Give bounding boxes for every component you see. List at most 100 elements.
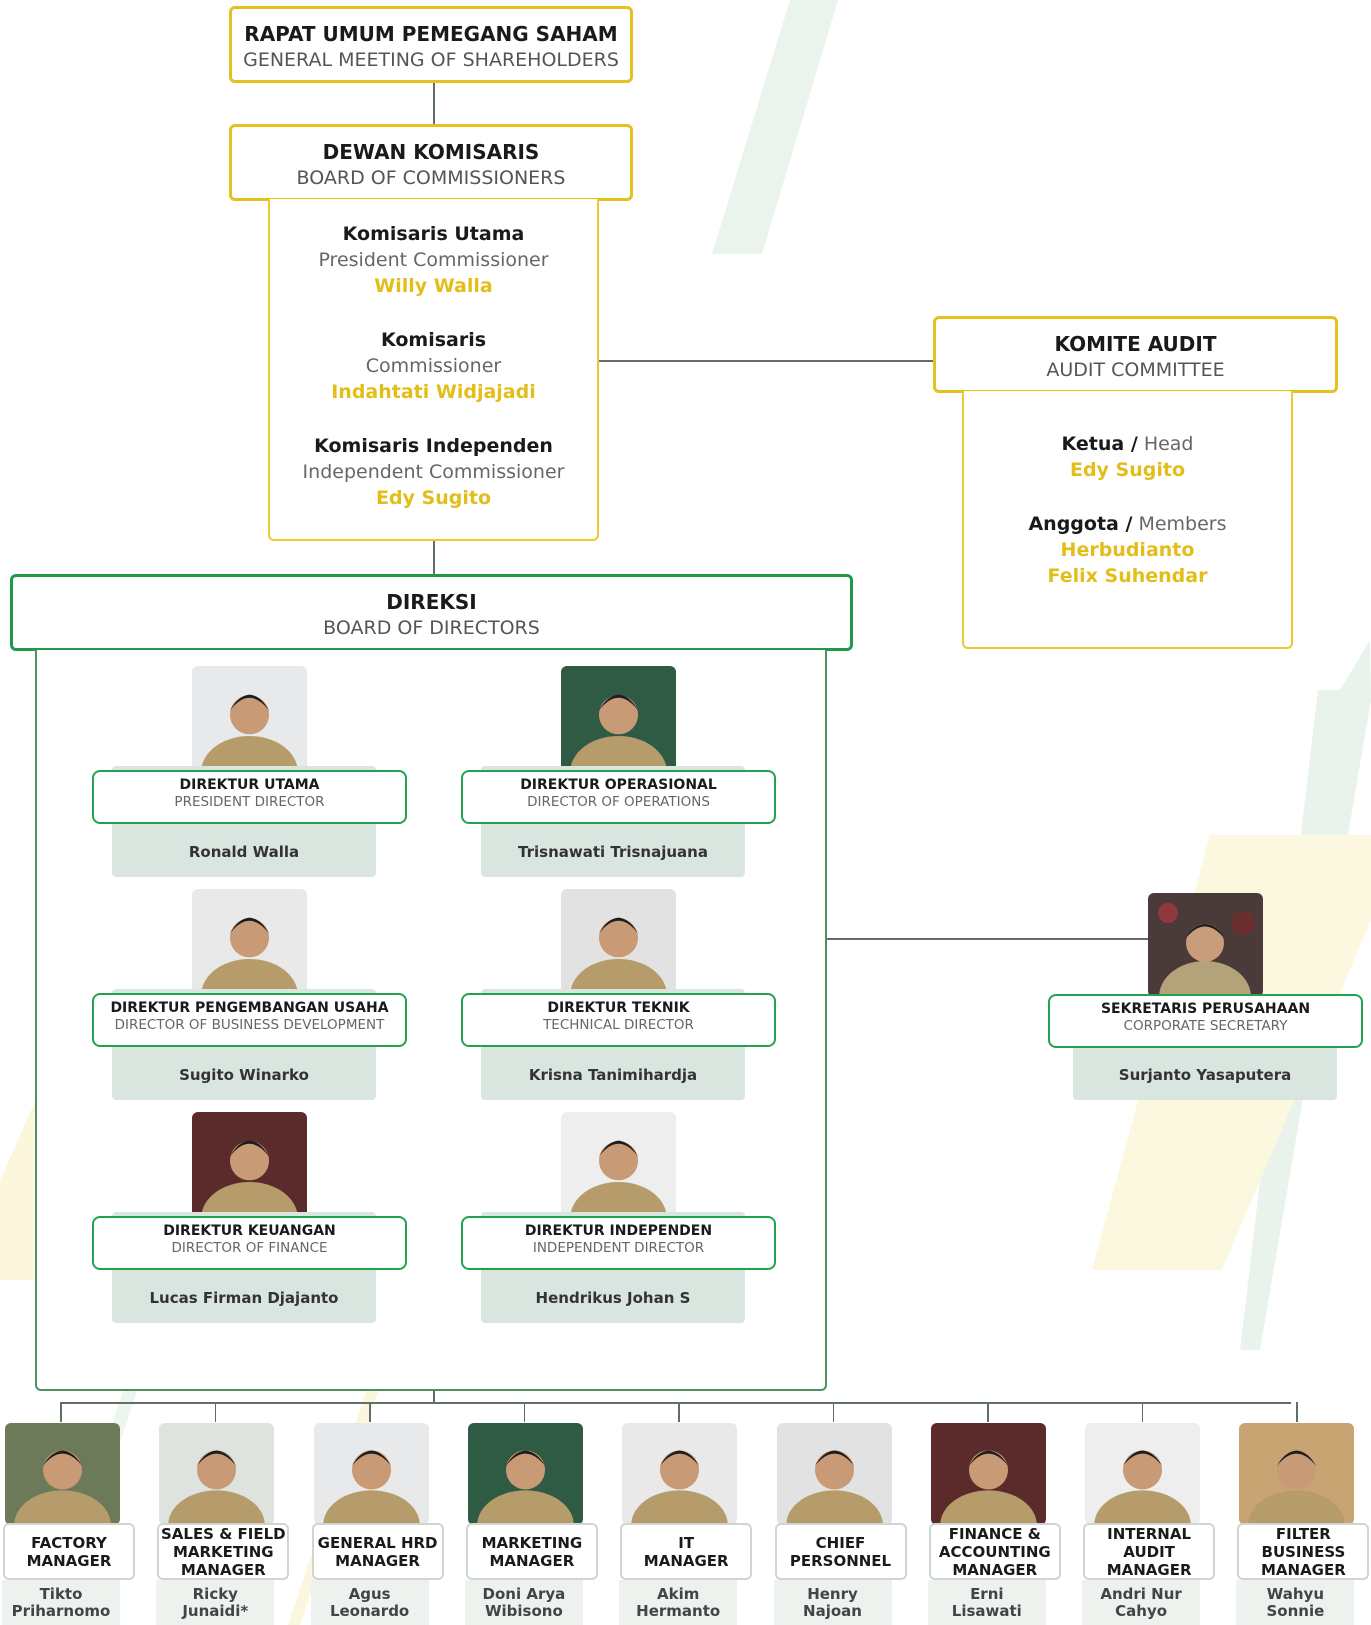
director-photo — [561, 1112, 676, 1218]
director-name: Sugito Winarko — [179, 1066, 309, 1084]
member-name: Edy Sugito — [375, 487, 492, 509]
member-role-en: Independent Commissioner — [302, 461, 565, 483]
manager-title-box: FACTORY MANAGER — [3, 1523, 135, 1580]
manager-title: FILTER BUSINESS MANAGER — [1260, 1524, 1346, 1579]
director-title-en: PRESIDENT DIRECTOR — [174, 794, 325, 810]
manager-photo — [467, 1423, 583, 1525]
head-label: Ketua / — [1061, 433, 1138, 455]
manager-name: Erni Lisawati — [927, 1580, 1046, 1625]
portrait-icon — [561, 889, 676, 995]
portrait-icon — [561, 1112, 676, 1218]
director-name: Trisnawati Trisnajuana — [518, 843, 708, 861]
connector-manager-drop — [987, 1402, 989, 1422]
manager-title: GENERAL HRD MANAGER — [317, 1533, 438, 1570]
portrait-icon — [1148, 893, 1263, 997]
boc-box: DEWAN KOMISARIS BOARD OF COMMISSIONERS — [229, 124, 633, 201]
manager-title-box: MARKETING MANAGER — [465, 1523, 598, 1580]
audit-subtitle: AUDIT COMMITTEE — [1046, 359, 1225, 381]
director-title-en: DIRECTOR OF BUSINESS DEVELOPMENT — [114, 1017, 385, 1033]
connector-gms-boc — [433, 80, 435, 125]
manager-photo — [159, 1423, 275, 1525]
manager-title: CHIEF PERSONNEL — [789, 1533, 892, 1570]
portrait-icon — [5, 1423, 120, 1525]
director-title: DIREKTUR KEUANGAN — [163, 1223, 336, 1239]
portrait-icon — [313, 1423, 429, 1525]
manager-title-box: GENERAL HRD MANAGER — [311, 1523, 444, 1580]
member-name: Indahtati Widjajadi — [331, 381, 536, 403]
connector-boc-bod — [433, 540, 435, 576]
connector-bod-corsec — [826, 938, 1177, 940]
audit-title: KOMITE AUDIT — [1054, 332, 1217, 356]
director-title: DIREKTUR OPERASIONAL — [520, 777, 717, 793]
connector-manager-drop — [832, 1402, 834, 1422]
connector-manager-drop — [523, 1402, 525, 1422]
manager-title: MARKETING MANAGER — [481, 1533, 583, 1570]
audit-members-panel: Ketua / Head Edy Sugito Anggota / Member… — [962, 391, 1293, 649]
member-name: Willy Walla — [374, 275, 493, 297]
corsec-title-box: SEKRETARIS PERUSAHAAN CORPORATE SECRETAR… — [1048, 994, 1363, 1048]
portrait-icon — [192, 1112, 307, 1218]
manager-name: Wahyu Sonnie — [1236, 1580, 1355, 1625]
head-name: Edy Sugito — [1069, 459, 1186, 481]
member-role: Komisaris Independen — [314, 435, 553, 457]
manager-name: Agus Leonardo — [310, 1580, 429, 1625]
audit-box: KOMITE AUDIT AUDIT COMMITTEE — [933, 316, 1338, 393]
members-label: Anggota / — [1028, 513, 1133, 535]
director-photo — [192, 666, 307, 772]
member-role-en: Commissioner — [365, 355, 502, 377]
manager-photo — [776, 1423, 892, 1525]
member-name: Felix Suhendar — [1047, 565, 1208, 587]
manager-title: SALES & FIELD MARKETING MANAGER — [160, 1524, 286, 1579]
director-name: Krisna Tanimihardja — [528, 1066, 698, 1084]
connector-manager-drop — [1296, 1402, 1298, 1422]
member-role-en: President Commissioner — [318, 249, 549, 271]
manager-title-box: FINANCE & ACCOUNTING MANAGER — [928, 1523, 1061, 1580]
bod-title: DIREKSI — [386, 590, 477, 614]
manager-photo — [5, 1423, 120, 1525]
director-photo — [561, 666, 676, 772]
connector-manager-drop — [60, 1402, 62, 1422]
director-name: Lucas Firman Djajanto — [149, 1289, 339, 1307]
manager-title-box: FILTER BUSINESS MANAGER — [1237, 1523, 1370, 1580]
portrait-icon — [1085, 1423, 1201, 1525]
manager-photo — [1239, 1423, 1355, 1525]
manager-name: Akim Hermanto — [619, 1580, 738, 1625]
corsec-photo — [1148, 893, 1263, 997]
gms-subtitle: GENERAL MEETING OF SHAREHOLDERS — [243, 49, 619, 71]
boc-members-panel: Komisaris Utama President Commissioner W… — [268, 199, 599, 541]
connector-managers-bus — [61, 1402, 1291, 1404]
director-title-en: DIRECTOR OF FINANCE — [171, 1240, 328, 1256]
corsec-title: SEKRETARIS PERUSAHAAN — [1100, 1001, 1311, 1017]
member-name: Herbudianto — [1060, 539, 1195, 561]
boc-member: Komisaris Commissioner Indahtati Widjaja… — [270, 327, 597, 405]
connector-bod-managers — [433, 1390, 435, 1403]
portrait-icon — [159, 1423, 275, 1525]
gms-box: RAPAT UMUM PEMEGANG SAHAM GENERAL MEETIN… — [229, 6, 633, 83]
manager-name: Andri Nur Cahyo — [1082, 1580, 1201, 1625]
bod-subtitle: BOARD OF DIRECTORS — [323, 617, 540, 639]
manager-photo — [313, 1423, 429, 1525]
director-title-en: TECHNICAL DIRECTOR — [543, 1017, 694, 1033]
boc-title: DEWAN KOMISARIS — [322, 140, 540, 164]
portrait-icon — [1239, 1423, 1355, 1525]
manager-title-box: CHIEF PERSONNEL — [774, 1523, 907, 1580]
manager-name: Henry Najoan — [773, 1580, 892, 1625]
portrait-icon — [776, 1423, 892, 1525]
boc-member: Komisaris Utama President Commissioner W… — [270, 221, 597, 299]
manager-name: Tikto Priharnomo — [2, 1580, 120, 1625]
corsec-title-en: CORPORATE SECRETARY — [1123, 1018, 1288, 1034]
manager-name: Ricky Junaidi* — [156, 1580, 275, 1625]
manager-title: FINANCE & ACCOUNTING MANAGER — [938, 1524, 1051, 1579]
manager-title-box: INTERNAL AUDIT MANAGER — [1083, 1523, 1216, 1580]
manager-title: IT MANAGER — [643, 1533, 729, 1570]
director-title-en: INDEPENDENT DIRECTOR — [532, 1240, 705, 1256]
manager-photo — [1085, 1423, 1201, 1525]
director-title-en: DIRECTOR OF OPERATIONS — [527, 794, 710, 810]
portrait-icon — [467, 1423, 583, 1525]
manager-photo — [930, 1423, 1046, 1525]
